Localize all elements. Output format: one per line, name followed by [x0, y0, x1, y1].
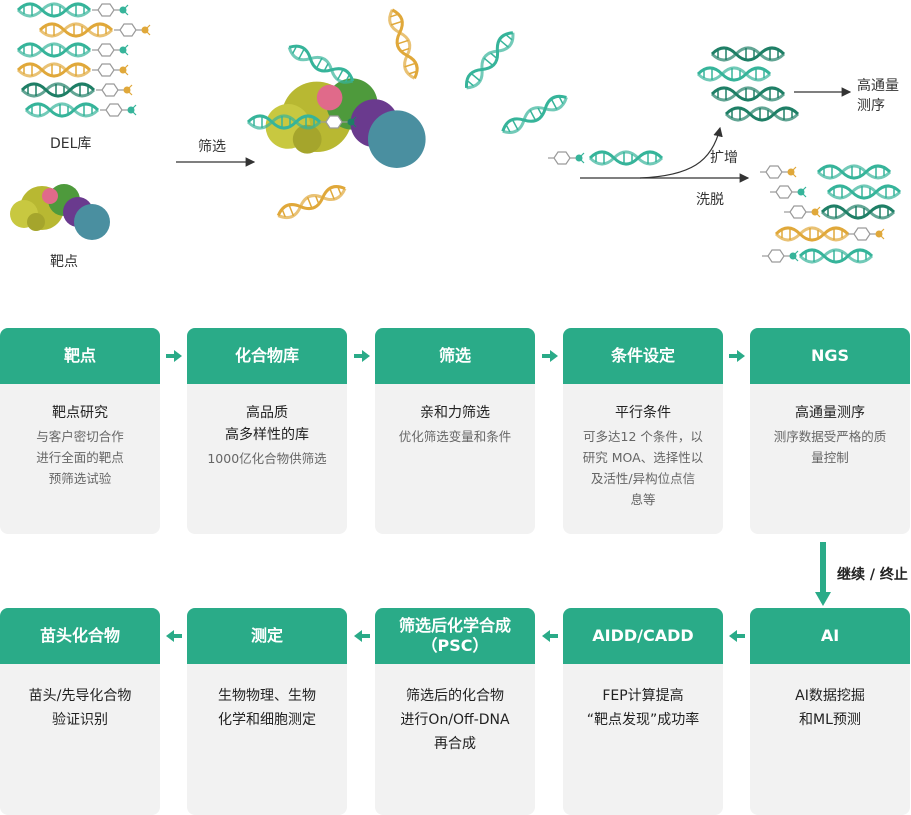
- screening-complex-icon: [246, 6, 571, 223]
- eluted-dna-icon: [759, 164, 902, 264]
- card-body: FEP计算提高 “靶点发现”成功率: [563, 664, 723, 732]
- card-compound-library: 化合物库 高品质 高多样性的库 1000亿化合物供筛选: [187, 328, 347, 534]
- card-psc: 筛选后化学合成 （PSC） 筛选后的化合物 进行On/Off-DNA 再合成: [375, 608, 535, 815]
- card-description: 与客户密切合作 进行全面的靶点 预筛选试验: [36, 429, 124, 486]
- card-title: 生物物理、生物 化学和细胞测定: [218, 688, 316, 728]
- card-hit-compound: 苗头化合物 苗头/先导化合物 验证识别: [0, 608, 160, 815]
- card-title: AI数据挖掘 和ML预测: [795, 688, 865, 728]
- card-ai: AI AI数据挖掘 和ML预测: [750, 608, 910, 815]
- card-header: 靶点: [0, 328, 160, 384]
- card-target: 靶点 靶点研究 与客户密切合作 进行全面的靶点 预筛选试验: [0, 328, 160, 534]
- target-protein-icon: [10, 184, 110, 240]
- card-title: 筛选后的化合物 进行On/Off-DNA 再合成: [400, 688, 510, 752]
- card-title: 高通量测序: [795, 405, 865, 421]
- card-body: 靶点研究 与客户密切合作 进行全面的靶点 预筛选试验: [0, 384, 160, 489]
- card-description: 1000亿化合物供筛选: [207, 451, 327, 466]
- card-assay: 测定 生物物理、生物 化学和细胞测定: [187, 608, 347, 815]
- card-body: AI数据挖掘 和ML预测: [750, 664, 910, 732]
- left-arrow-icon: [729, 630, 745, 642]
- card-title: 高品质 高多样性的库: [225, 405, 309, 443]
- del-library-icon: [16, 2, 151, 118]
- left-arrow-icon: [166, 630, 182, 642]
- bound-dna-icon: [547, 150, 664, 166]
- del-screening-illustration: DEL库 靶点 筛选 扩增 洗脱 高通量 测序: [0, 0, 911, 300]
- right-arrow-icon: [542, 350, 558, 362]
- card-header: 测定: [187, 608, 347, 664]
- amplify-arrow: [639, 126, 723, 179]
- card-screening: 筛选 亲和力筛选 优化筛选变量和条件: [375, 328, 535, 534]
- card-header: AI: [750, 608, 910, 664]
- card-body: 筛选后的化合物 进行On/Off-DNA 再合成: [375, 664, 535, 756]
- amplify-label: 扩增: [710, 150, 738, 166]
- card-title: 亲和力筛选: [420, 405, 490, 421]
- card-description: 可多达12 个条件，以 研究 MOA、选择性以 及活性/异构位点信 息等: [582, 429, 704, 507]
- continue-stop-label: 继续 / 终止: [837, 567, 908, 583]
- card-header: 条件设定: [563, 328, 723, 384]
- illustration-canvas: [10, 2, 902, 264]
- card-header: 筛选后化学合成 （PSC）: [375, 608, 535, 664]
- card-title: FEP计算提高 “靶点发现”成功率: [586, 688, 700, 728]
- card-body: 亲和力筛选 优化筛选变量和条件: [375, 384, 535, 447]
- target-label: 靶点: [50, 254, 78, 270]
- card-title: 平行条件: [615, 405, 671, 421]
- card-body: 平行条件 可多达12 个条件，以 研究 MOA、选择性以 及活性/异构位点信 息…: [563, 384, 723, 510]
- card-header: NGS: [750, 328, 910, 384]
- card-header: 筛选: [375, 328, 535, 384]
- card-header: 化合物库: [187, 328, 347, 384]
- card-header: AIDD/CADD: [563, 608, 723, 664]
- card-header: 苗头化合物: [0, 608, 160, 664]
- left-arrow-icon: [354, 630, 370, 642]
- card-body: 高品质 高多样性的库 1000亿化合物供筛选: [187, 384, 347, 469]
- card-body: 高通量测序 测序数据受严格的质 量控制: [750, 384, 910, 468]
- card-title: 苗头/先导化合物 验证识别: [28, 688, 132, 728]
- del-library-label: DEL库: [50, 136, 92, 152]
- card-ngs: NGS 高通量测序 测序数据受严格的质 量控制: [750, 328, 910, 534]
- right-arrow-icon: [729, 350, 745, 362]
- card-title: 靶点研究: [52, 405, 108, 421]
- card-aidd-cadd: AIDD/CADD FEP计算提高 “靶点发现”成功率: [563, 608, 723, 815]
- card-description: 测序数据受严格的质 量控制: [773, 429, 887, 465]
- right-arrow-icon: [354, 350, 370, 362]
- sequencing-label: 高通量 测序: [857, 78, 899, 114]
- down-arrow-icon: [815, 542, 831, 606]
- screen-label: 筛选: [198, 139, 226, 155]
- right-arrow-icon: [166, 350, 182, 362]
- amplified-dna-icon: [696, 46, 800, 122]
- elute-label: 洗脱: [696, 192, 724, 208]
- card-condition-setting: 条件设定 平行条件 可多达12 个条件，以 研究 MOA、选择性以 及活性/异构…: [563, 328, 723, 534]
- card-description: 优化筛选变量和条件: [398, 429, 512, 444]
- card-body: 生物物理、生物 化学和细胞测定: [187, 664, 347, 732]
- card-body: 苗头/先导化合物 验证识别: [0, 664, 160, 732]
- left-arrow-icon: [542, 630, 558, 642]
